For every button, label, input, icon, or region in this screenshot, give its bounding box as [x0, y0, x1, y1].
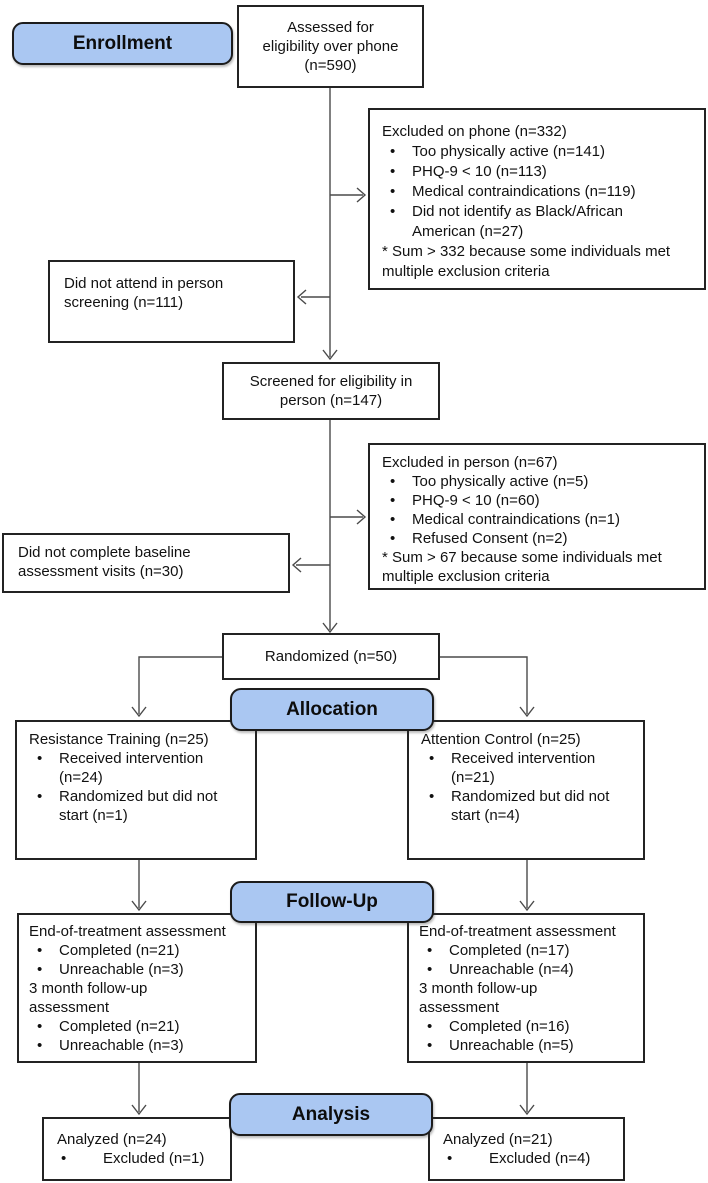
bullet-icon [29, 787, 59, 806]
arrowhead-down-rt [131, 706, 147, 718]
bullet-icon [29, 749, 59, 768]
list-item: Completed (n=21) [29, 941, 245, 960]
box-attention-control: Attention Control (n=25) Received interv… [407, 720, 645, 860]
list-item: PHQ-9 < 10 (n=60) [382, 491, 692, 510]
rt-analyzed-title: Analyzed (n=24) [57, 1131, 167, 1148]
bullet-icon [29, 1036, 59, 1055]
list-item: Received intervention (n=21) [421, 749, 631, 787]
arrowhead-right-excluded-phone [356, 187, 367, 203]
list-item: Medical contraindications (n=119) [382, 182, 692, 202]
list-item: Medical contraindications (n=1) [382, 510, 692, 529]
list-item: Randomized but did not start (n=1) [29, 787, 243, 825]
arrowhead-down-randomized [322, 622, 338, 634]
arrowhead-down-ac-followup [519, 900, 535, 912]
arrowhead-down-ac [519, 706, 535, 718]
bullet-icon [382, 182, 412, 202]
excluded-phone-footnote: * Sum > 332 because some individuals met… [382, 243, 671, 280]
connector-randomized-to-rt [138, 656, 222, 714]
bullet-icon [419, 941, 449, 960]
list-item: Excluded (n=4) [443, 1149, 610, 1168]
list-item: Too physically active (n=141) [382, 142, 692, 162]
arrowhead-right-excluded-person [356, 509, 367, 525]
bullet-icon [29, 941, 59, 960]
rt-eot-title: End-of-treatment assessment [29, 923, 226, 940]
list-item: Unreachable (n=5) [419, 1036, 633, 1055]
ac-3month-title: 3 month follow-up assessment [419, 980, 538, 1016]
list-item: Completed (n=17) [419, 941, 633, 960]
bullet-icon [382, 529, 412, 548]
bullet-icon [421, 787, 451, 806]
excluded-person-footnote: * Sum > 67 because some individuals met … [382, 549, 662, 585]
stage-follow-up: Follow-Up [230, 881, 434, 923]
list-item: PHQ-9 < 10 (n=113) [382, 162, 692, 182]
arrowhead-down-rt-followup [131, 900, 147, 912]
box-randomized: Randomized (n=50) [222, 633, 440, 680]
bullet-icon [382, 202, 412, 222]
excluded-person-title: Excluded in person (n=67) [382, 454, 558, 471]
bullet-icon [419, 960, 449, 979]
bullet-icon [29, 1017, 59, 1036]
list-item: Unreachable (n=4) [419, 960, 633, 979]
list-item: Completed (n=16) [419, 1017, 633, 1036]
ac-eot-title: End-of-treatment assessment [419, 923, 616, 940]
list-item: Did not identify as Black/African Americ… [382, 202, 692, 242]
bullet-icon [421, 749, 451, 768]
arrowhead-down-rt-analysis [131, 1104, 147, 1116]
list-item: Received intervention (n=24) [29, 749, 243, 787]
box-did-not-attend: Did not attend in person screening (n=11… [48, 260, 295, 343]
stage-analysis: Analysis [229, 1093, 433, 1136]
ac-title: Attention Control (n=25) [421, 731, 581, 748]
box-no-baseline: Did not complete baseline assessment vis… [2, 533, 290, 593]
list-item: Unreachable (n=3) [29, 960, 245, 979]
ac-analyzed-title: Analyzed (n=21) [443, 1131, 553, 1148]
arrowhead-left-not-attend [296, 289, 307, 305]
bullet-icon [29, 960, 59, 979]
box-assessed-eligibility: Assessed for eligibility over phone (n=5… [237, 5, 424, 88]
stage-enrollment: Enrollment [12, 22, 233, 65]
excluded-phone-title: Excluded on phone (n=332) [382, 123, 567, 140]
bullet-icon [382, 491, 412, 510]
box-ac-followup: End-of-treatment assessment Completed (n… [407, 913, 645, 1063]
bullet-icon [382, 162, 412, 182]
box-ac-analysis: Analyzed (n=21) Excluded (n=4) [428, 1117, 625, 1181]
bullet-icon [382, 472, 412, 491]
list-item: Excluded (n=1) [57, 1149, 217, 1168]
bullet-icon [419, 1036, 449, 1055]
box-screened-in-person: Screened for eligibility in person (n=14… [222, 362, 440, 420]
box-excluded-in-person: Excluded in person (n=67) Too physically… [368, 443, 706, 590]
bullet-icon [443, 1149, 489, 1168]
list-item: Refused Consent (n=2) [382, 529, 692, 548]
box-excluded-on-phone: Excluded on phone (n=332) Too physically… [368, 108, 706, 290]
arrowhead-down-screened [322, 349, 338, 361]
bullet-icon [382, 510, 412, 529]
box-rt-analysis: Analyzed (n=24) Excluded (n=1) [42, 1117, 232, 1181]
bullet-icon [57, 1149, 103, 1168]
list-item: Too physically active (n=5) [382, 472, 692, 491]
bullet-icon [382, 142, 412, 162]
rt-3month-title: 3 month follow-up assessment [29, 980, 148, 1016]
box-resistance-training: Resistance Training (n=25) Received inte… [15, 720, 257, 860]
arrowhead-down-ac-analysis [519, 1104, 535, 1116]
connector-randomized-to-ac [440, 656, 528, 714]
list-item: Unreachable (n=3) [29, 1036, 245, 1055]
list-item: Completed (n=21) [29, 1017, 245, 1036]
bullet-icon [419, 1017, 449, 1036]
arrowhead-left-no-baseline [291, 557, 302, 573]
stage-allocation: Allocation [230, 688, 434, 731]
box-rt-followup: End-of-treatment assessment Completed (n… [17, 913, 257, 1063]
rt-title: Resistance Training (n=25) [29, 731, 209, 748]
list-item: Randomized but did not start (n=4) [421, 787, 631, 825]
